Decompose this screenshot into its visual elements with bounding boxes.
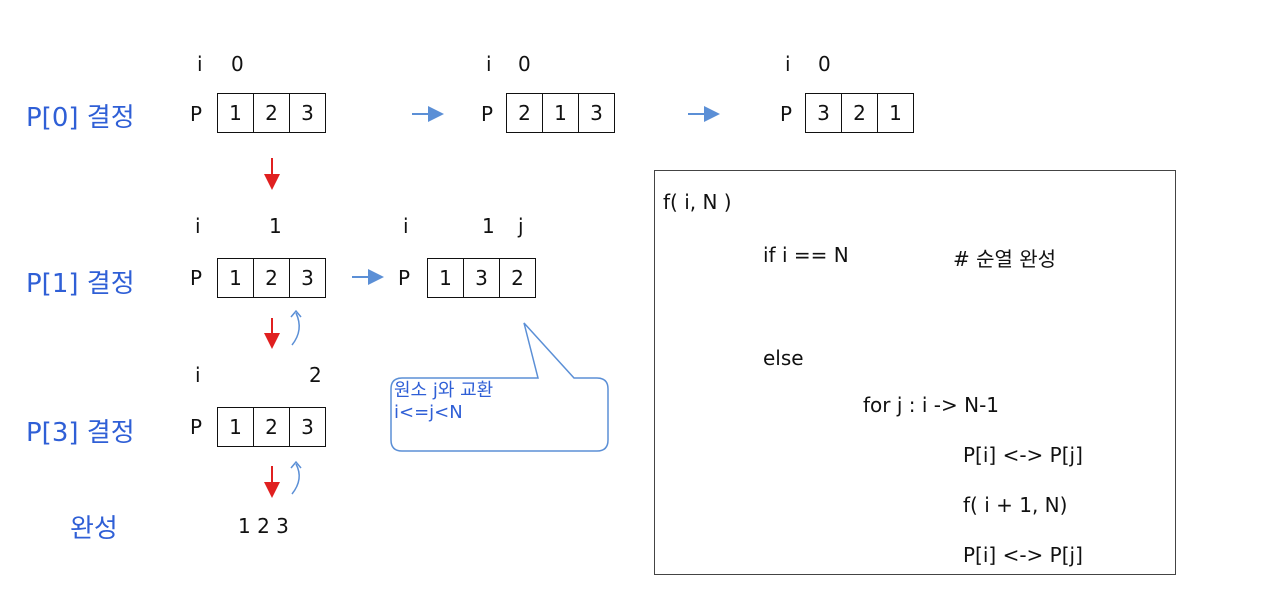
array-a1-cell: 2 (253, 94, 289, 132)
array-b2-cell: 2 (499, 259, 535, 297)
code-line-else: else (763, 346, 804, 370)
result-value: 1 2 3 (238, 514, 289, 538)
array-b1-cell: 2 (253, 259, 289, 297)
array-a1: 1 2 3 (217, 93, 326, 133)
array-a1-cell: 3 (289, 94, 325, 132)
array-a3-top-index: 0 (818, 52, 831, 76)
code-line-swap-back: P[i] <-> P[j] (963, 543, 1083, 567)
array-b1: 1 2 3 (217, 258, 326, 298)
array-a3-cell: 1 (877, 94, 913, 132)
callout-line-2: i<=j<N (394, 402, 463, 423)
row-label-complete: 완성 (70, 514, 118, 544)
array-a1-top-index: 0 (231, 52, 244, 76)
callout-line-1: 원소 j와 교환 (394, 380, 494, 401)
array-c1-p: P (190, 415, 203, 439)
row-label-p0: P[0] 결정 (26, 103, 135, 133)
array-c1: 1 2 3 (217, 407, 326, 447)
array-b1-cell: 1 (229, 266, 242, 290)
array-b1-p: P (190, 266, 203, 290)
array-c1-cell: 3 (289, 408, 325, 446)
array-b2-cell: 3 (463, 259, 499, 297)
row-label-p1: P[1] 결정 (26, 269, 135, 299)
array-b2-top-index: 1 (482, 214, 495, 238)
pseudocode-box: f( i, N ) if i == N # 순열 완성 else for j :… (654, 170, 1176, 575)
array-a2-top-i: i (486, 52, 492, 76)
array-a3: 3 2 1 (805, 93, 914, 133)
array-c1-cell: 2 (253, 408, 289, 446)
array-a2-p: P (481, 102, 494, 126)
array-a3-top-i: i (785, 52, 791, 76)
array-a2-cell: 3 (578, 94, 614, 132)
array-b2-top-j: j (518, 214, 524, 238)
array-a3-cell: 2 (841, 94, 877, 132)
array-a1-cell: 1 (229, 101, 242, 125)
callout-text: 원소 j와 교환 i<=j<N (394, 380, 493, 424)
array-b1-top-i: i (195, 214, 201, 238)
array-c1-top-i: i (195, 363, 201, 387)
array-b1-cell: 3 (289, 259, 325, 297)
array-c1-top-index: 2 (309, 363, 322, 387)
code-line-comment: # 순열 완성 (953, 247, 1057, 271)
return-arrow-icon (291, 312, 300, 346)
code-line-if: if i == N (763, 243, 849, 267)
array-a2: 2 1 3 (506, 93, 615, 133)
return-arrow-icon (291, 463, 300, 495)
code-line-for: for j : i -> N-1 (863, 393, 1000, 417)
array-b2: 1 3 2 (427, 258, 536, 298)
array-a2-cell: 1 (542, 94, 578, 132)
code-line-signature: f( i, N ) (663, 190, 732, 214)
array-b2-top-i: i (403, 214, 409, 238)
code-line-recurse: f( i + 1, N) (963, 493, 1068, 517)
array-b1-top-index: 1 (269, 214, 282, 238)
callout-bubble (390, 322, 609, 452)
array-a2-top-index: 0 (518, 52, 531, 76)
row-label-p3: P[3] 결정 (26, 418, 135, 448)
code-line-swap: P[i] <-> P[j] (963, 443, 1083, 467)
array-b2-p: P (398, 266, 411, 290)
return-arrow-icon (290, 460, 302, 469)
array-b2-cell: 1 (439, 266, 452, 290)
array-a1-p: P (190, 102, 203, 126)
return-arrow-icon (290, 309, 302, 318)
array-a3-cell: 3 (817, 101, 830, 125)
array-c1-cell: 1 (229, 415, 242, 439)
array-a1-top-i: i (197, 52, 203, 76)
array-a3-p: P (780, 102, 793, 126)
array-a2-cell: 2 (518, 101, 531, 125)
